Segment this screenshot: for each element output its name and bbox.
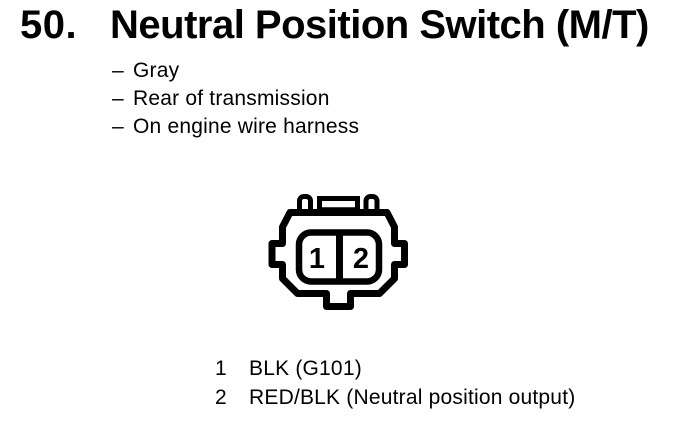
attribute-list: – Gray – Rear of transmission – On engin… — [112, 57, 359, 141]
legend-wire-label: BLK (G101) — [249, 357, 362, 380]
pin-legend: 1 BLK (G101) 2 RED/BLK (Neutral position… — [210, 354, 575, 412]
legend-row-pin1: 1 BLK (G101) — [210, 354, 575, 383]
legend-pin-number: 1 — [215, 357, 227, 380]
list-item: – Gray — [112, 57, 359, 85]
connector-diagram: 1 2 — [256, 184, 412, 318]
legend-wire-label: RED/BLK (Neutral position output) — [249, 386, 576, 409]
attribute-location: Rear of transmission — [133, 87, 330, 110]
connector-face-drawing: 1 2 — [268, 194, 408, 310]
dash-bullet: – — [112, 59, 124, 82]
page-title: Neutral Position Switch (M/T) — [110, 3, 649, 47]
attribute-harness: On engine wire harness — [133, 115, 360, 138]
item-number: 50. — [20, 3, 78, 47]
pin-1-number: 1 — [309, 243, 325, 275]
legend-pin-number: 2 — [215, 386, 227, 409]
dash-bullet: – — [112, 115, 124, 138]
pin-2-number: 2 — [353, 243, 369, 275]
list-item: – Rear of transmission — [112, 85, 359, 113]
attribute-color: Gray — [133, 59, 180, 82]
list-item: – On engine wire harness — [112, 113, 359, 141]
dash-bullet: – — [112, 87, 124, 110]
legend-row-pin2: 2 RED/BLK (Neutral position output) — [210, 383, 575, 412]
